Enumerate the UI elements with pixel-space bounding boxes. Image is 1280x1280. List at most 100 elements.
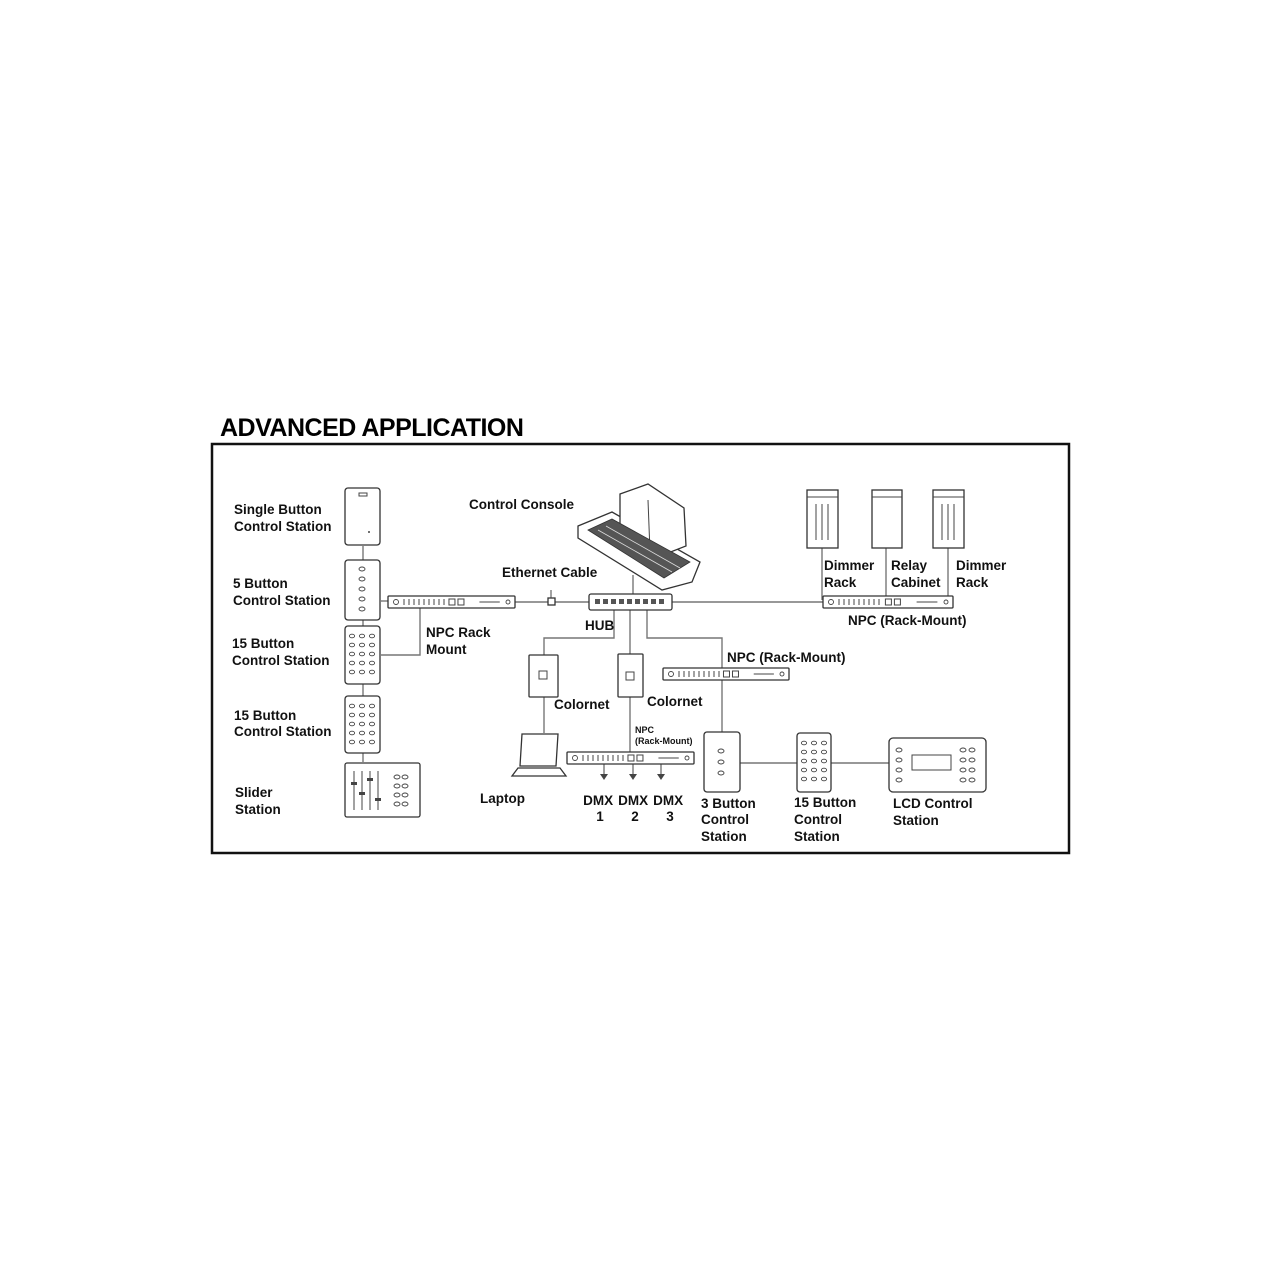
keypad-button-icon xyxy=(810,740,818,746)
keypad-button-icon xyxy=(358,703,366,709)
keypad-button-icon xyxy=(368,651,376,657)
keypad-button-icon xyxy=(348,669,356,675)
keypad-button-icon xyxy=(348,660,356,666)
keypad-button-icon xyxy=(348,633,356,639)
keypad-button-icon xyxy=(368,730,376,736)
npc-port-icon xyxy=(636,754,644,762)
keypad-button-icon xyxy=(358,739,366,745)
keypad-button-icon xyxy=(810,776,818,782)
npc-led-icon xyxy=(668,671,674,677)
keypad-button-icon xyxy=(368,712,376,718)
label-fifteen-button-station-1: 15 Button Control Station xyxy=(232,636,330,668)
hub-port-icon xyxy=(651,599,656,604)
npc-port-icon xyxy=(722,670,730,678)
label-dmx-2: DMX 2 xyxy=(618,793,652,824)
keypad-button-icon xyxy=(800,776,808,782)
npc-led-icon xyxy=(572,755,578,761)
label-fifteen-button-station-3: 15 Button Control Station xyxy=(794,795,860,844)
keypad-button-icon xyxy=(348,730,356,736)
npc-led-icon xyxy=(393,599,399,605)
keypad-button-icon xyxy=(820,758,828,764)
dimmer-rack-2-icon xyxy=(932,489,965,549)
keypad-button-icon xyxy=(820,776,828,782)
label-relay-cabinet: Relay Cabinet xyxy=(891,558,941,590)
label-colornet-1: Colornet xyxy=(554,697,610,712)
label-laptop: Laptop xyxy=(480,791,525,806)
label-three-button-station: 3 Button Control Station xyxy=(701,796,760,844)
npc-port-icon xyxy=(731,670,739,678)
keypad-button-icon xyxy=(368,642,376,648)
keypad-button-icon xyxy=(810,749,818,755)
keypad-button-icon xyxy=(800,740,808,746)
keypad-button-icon xyxy=(348,642,356,648)
npc-port-icon xyxy=(893,598,901,606)
hub-port-icon xyxy=(619,599,624,604)
hub-port-icon xyxy=(595,599,600,604)
hub-port-icon xyxy=(611,599,616,604)
label-fifteen-button-station-2: 15 Button Control Station xyxy=(234,708,332,739)
colornet-1-icon xyxy=(528,654,559,698)
npc-screw-icon xyxy=(779,671,785,677)
label-npc-rack-mount-mid: NPC (Rack-Mount) xyxy=(727,650,846,665)
label-dmx-1: DMX 1 xyxy=(583,793,617,824)
five-button-station-icon xyxy=(344,559,381,621)
label-dimmer-rack-2: Dimmer Rack xyxy=(956,558,1010,590)
npc-rack-mount-left-icon xyxy=(387,595,516,609)
keypad-button-icon xyxy=(358,642,366,648)
keypad-button-icon xyxy=(800,767,808,773)
keypad-button-icon xyxy=(348,703,356,709)
label-five-button-station: 5 Button Control Station xyxy=(233,576,331,608)
npc-port-icon xyxy=(457,598,465,606)
keypad-button-icon xyxy=(348,721,356,727)
keypad-button-icon xyxy=(800,749,808,755)
keypad-button-icon xyxy=(368,739,376,745)
keypad-button-icon xyxy=(358,660,366,666)
npc-screw-icon xyxy=(684,755,690,761)
keypad-button-icon xyxy=(348,712,356,718)
label-slider-station: Slider Station xyxy=(235,785,281,817)
keypad-button-icon xyxy=(348,739,356,745)
keypad-button-icon xyxy=(358,651,366,657)
fifteen-button-station-2-icon xyxy=(344,695,381,754)
hub-icon xyxy=(588,593,673,611)
keypad-button-icon xyxy=(358,730,366,736)
ethernet-cable-icon xyxy=(547,590,556,606)
npc-small-icon xyxy=(566,751,695,765)
keypad-button-icon xyxy=(820,740,828,746)
control-console-icon xyxy=(577,483,701,591)
label-colornet-2: Colornet xyxy=(647,694,703,709)
slider-station-icon xyxy=(344,762,421,818)
npc-screw-icon xyxy=(505,599,511,605)
fifteen-button-station-3-icon xyxy=(796,732,832,793)
npc-screw-icon xyxy=(943,599,949,605)
npc-port-icon xyxy=(448,598,456,606)
relay-cabinet-icon xyxy=(871,489,903,549)
laptop-icon xyxy=(510,733,568,777)
hub-port-icon xyxy=(635,599,640,604)
keypad-button-icon xyxy=(810,767,818,773)
fifteen-button-station-icon xyxy=(344,625,381,685)
diagram-title: ADVANCED APPLICATION xyxy=(220,414,524,442)
label-dimmer-rack-1: Dimmer Rack xyxy=(824,558,878,590)
single-button-station-icon xyxy=(344,487,381,546)
colornet-2-icon xyxy=(617,653,644,698)
diagram-frame xyxy=(210,442,1071,855)
keypad-button-icon xyxy=(800,758,808,764)
keypad-button-icon xyxy=(820,767,828,773)
keypad-button-icon xyxy=(348,651,356,657)
keypad-button-icon xyxy=(368,633,376,639)
label-control-console: Control Console xyxy=(469,497,574,512)
keypad-button-icon xyxy=(358,633,366,639)
hub-port-icon xyxy=(603,599,608,604)
hub-port-icon xyxy=(643,599,648,604)
keypad-button-icon xyxy=(368,660,376,666)
npc-port-icon xyxy=(627,754,635,762)
lcd-control-station-icon xyxy=(888,737,987,793)
label-npc-rack-mount-left: NPC Rack Mount xyxy=(426,625,494,657)
label-lcd-control-station: LCD Control Station xyxy=(893,796,976,828)
three-button-station-icon xyxy=(703,731,741,793)
label-ethernet-cable: Ethernet Cable xyxy=(502,565,598,580)
label-hub: HUB xyxy=(585,618,614,633)
keypad-button-icon xyxy=(358,712,366,718)
label-dmx-3: DMX 3 xyxy=(653,793,687,824)
